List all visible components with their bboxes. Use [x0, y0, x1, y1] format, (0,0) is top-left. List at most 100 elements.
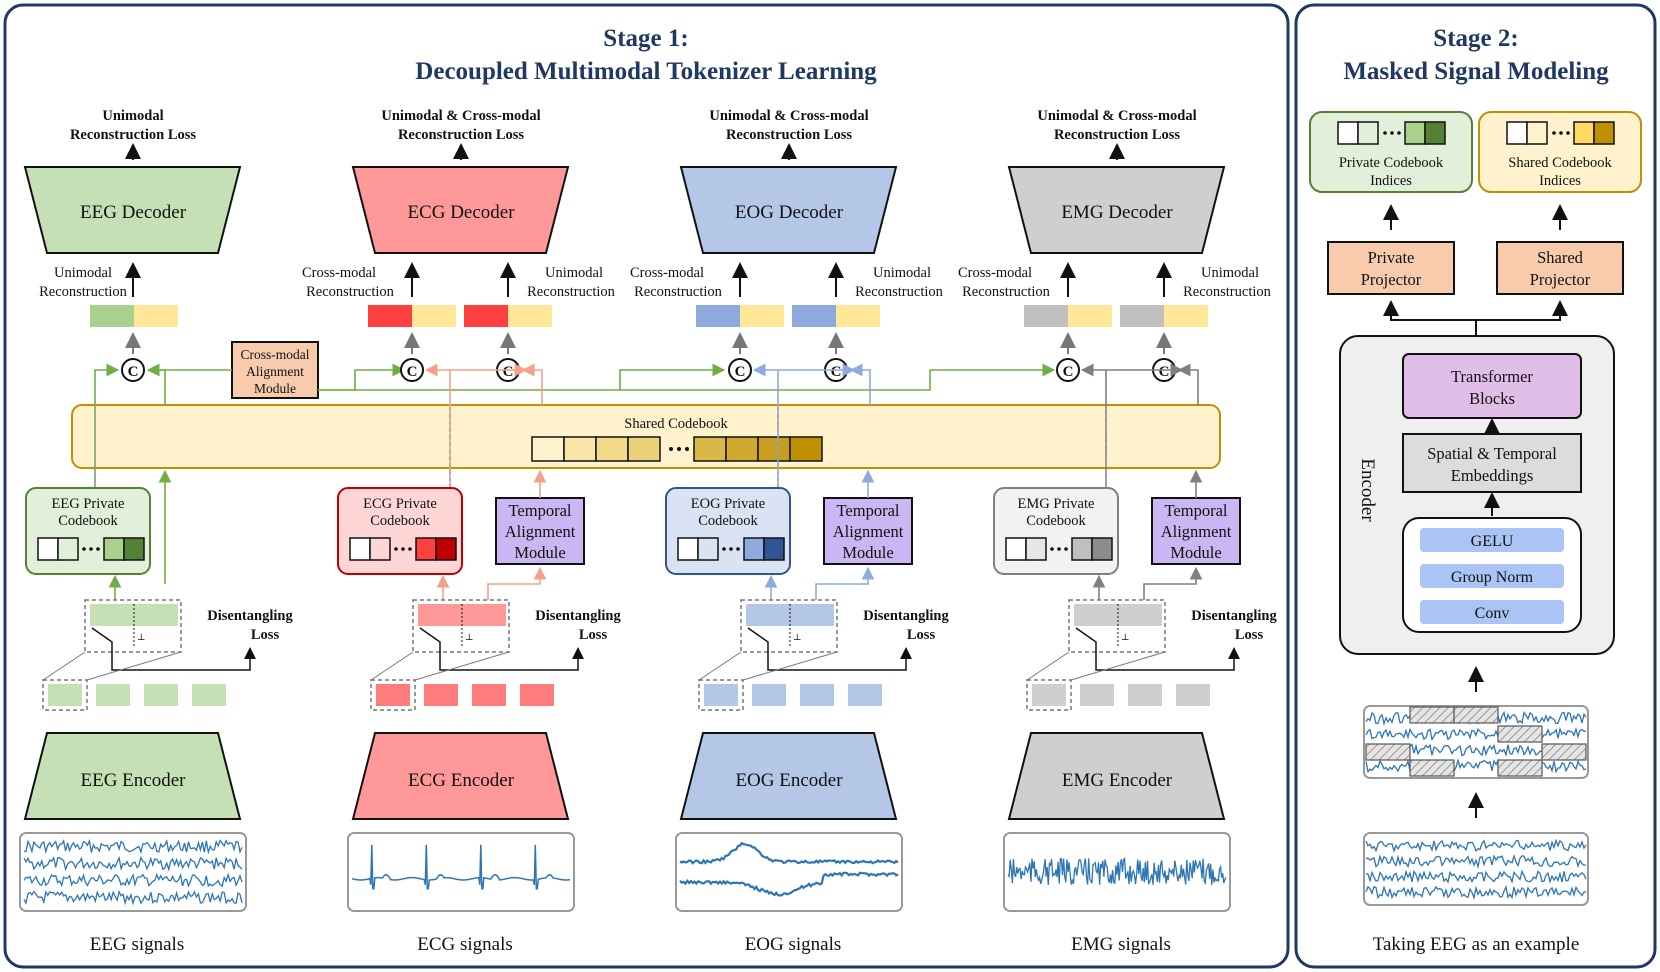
emg-encoder	[1007, 732, 1226, 820]
eog-loss-title: Unimodal & Cross-modal	[709, 108, 868, 124]
emg-concat-cross-symbol: C	[1063, 364, 1074, 380]
eog-cross-recon-token	[696, 305, 740, 327]
private-indices-label-1: Private Codebook	[1339, 155, 1444, 171]
emg-encoder-label: EMG Encoder	[1062, 770, 1173, 791]
ecg-ortho-mark: ⊥	[465, 632, 473, 642]
example-label: Taking EEG as an example	[1373, 934, 1580, 955]
emg-waveform	[1007, 856, 1227, 886]
eeg-ortho-mark: ⊥	[137, 632, 145, 642]
emg-uni-recon-1: Unimodal	[1201, 265, 1259, 281]
svg-text:Alignment: Alignment	[246, 364, 304, 379]
emg-disentangle-zoom	[1068, 599, 1166, 653]
eeg-signal-box	[19, 832, 247, 912]
ecg-cross-recon-2: Reconstruction	[306, 284, 395, 300]
emg-cross-shared-token	[1068, 305, 1112, 327]
emg-private-label-1: EMG Private	[1018, 496, 1095, 512]
eeg-uni-recon-2: Reconstruction	[39, 284, 128, 300]
emg-uni-recon-2: Reconstruction	[1183, 284, 1272, 300]
eog-waveform	[679, 841, 899, 897]
eog-encoder-label: EOG Encoder	[735, 770, 843, 791]
ecg-uni-recon-1: Unimodal	[545, 265, 603, 281]
shared-indices-box: Shared Codebook Indices	[1478, 111, 1642, 193]
eog-uni-shared-token	[836, 305, 880, 327]
masked-eeg-input	[1363, 705, 1589, 779]
eog-disentangle-zoom	[740, 599, 838, 653]
eog-cross-recon-1: Cross-modal	[630, 265, 704, 281]
ecg-tam-label-3: Module	[514, 543, 565, 562]
emg-dis-loss-1: Disentangling	[1191, 608, 1277, 624]
ecg-private-label-1: ECG Private	[363, 496, 437, 512]
ecg-decoder	[351, 166, 570, 254]
stage2-encoder: Encoder Transformer Blocks Spatial & Tem…	[1339, 335, 1615, 655]
eog-uni-recon-2: Reconstruction	[855, 284, 944, 300]
ecg-concat-cross	[400, 358, 424, 382]
private-projector-label-1: Private	[1368, 248, 1415, 267]
ecg-tam-label-1: Temporal	[509, 501, 572, 520]
shared-codebook-vectors	[531, 436, 823, 462]
eeg-concat	[121, 358, 145, 382]
eog-concat-uni-symbol: C	[831, 364, 842, 380]
eog-decoder	[679, 166, 898, 254]
emg-ortho-mark: ⊥	[1121, 632, 1129, 642]
ecg-cross-shared-token	[412, 305, 456, 327]
ecg-cross-recon-1: Cross-modal	[302, 265, 376, 281]
eeg-encoder-label: EEG Encoder	[81, 770, 187, 791]
cross-modal-routing	[146, 363, 1056, 391]
column-emg: Unimodal & Cross-modal Reconstruction Lo…	[958, 108, 1278, 955]
shared-projector-label-1: Shared	[1537, 248, 1584, 267]
ecg-cross-recon-token	[368, 305, 412, 327]
emg-decoder	[1007, 166, 1226, 254]
eog-signal-box	[675, 832, 903, 912]
eog-loss-title-2: Reconstruction Loss	[726, 127, 852, 143]
private-indices-label-2: Indices	[1370, 173, 1412, 189]
eeg-decoder	[23, 166, 242, 254]
ecg-disentangle-zoom	[412, 599, 510, 653]
shared-projector: Shared Projector	[1496, 241, 1624, 295]
embeddings-label-1: Spatial & Temporal	[1427, 444, 1557, 463]
eeg-uni-recon-1: Unimodal	[54, 265, 112, 281]
ecg-signal-label: ECG signals	[417, 934, 513, 955]
emg-concat-cross	[1056, 358, 1080, 382]
eeg-waveform	[23, 838, 243, 906]
gelu-label: GELU	[1471, 533, 1514, 550]
eog-concat-cross	[728, 358, 752, 382]
eog-dis-loss-2: Loss	[907, 627, 936, 643]
ecg-uni-shared-token	[508, 305, 552, 327]
eog-signal-label: EOG signals	[745, 934, 842, 955]
group-norm-label: Group Norm	[1451, 569, 1534, 586]
emg-private-label-2: Codebook	[1026, 513, 1086, 529]
stage1-title: Stage 1:	[603, 25, 688, 52]
emg-tam-label-1: Temporal	[1165, 501, 1228, 520]
emg-uni-recon-token	[1120, 305, 1164, 327]
eeg-decoder-label: EEG Decoder	[80, 202, 187, 223]
shared-codebook-label: Shared Codebook	[624, 416, 728, 432]
eeg-signal-label: EEG signals	[90, 934, 184, 955]
eog-private-label-2: Codebook	[698, 513, 758, 529]
conv-label: Conv	[1475, 605, 1510, 622]
eog-decoder-label: EOG Decoder	[735, 202, 844, 223]
eog-tam-label-1: Temporal	[837, 501, 900, 520]
eog-encoder	[679, 732, 898, 820]
eeg-loss-title: Unimodal	[102, 108, 163, 124]
eeg-private-label-2: Codebook	[58, 513, 118, 529]
ecg-waveform	[351, 844, 571, 890]
mask-patch	[1497, 759, 1543, 777]
mask-patch	[1541, 743, 1587, 761]
eog-temporal-alignment-module	[823, 497, 913, 565]
shared-projector-label-2: Projector	[1530, 270, 1591, 289]
eog-private-label-1: EOG Private	[691, 496, 766, 512]
ecg-signal-box	[347, 832, 575, 912]
transformer-label-2: Blocks	[1469, 389, 1515, 408]
eog-tam-label-2: Alignment	[833, 522, 904, 541]
cross-modal-alignment-module: Cross-modal Alignment Module	[231, 341, 319, 399]
eeg-private-label-1: EEG Private	[52, 496, 125, 512]
stage1-subtitle: Decoupled Multimodal Tokenizer Learning	[415, 58, 877, 85]
stage2-title: Stage 2:	[1433, 25, 1518, 52]
ecg-uni-recon-2: Reconstruction	[527, 284, 616, 300]
group-norm-layer	[1420, 564, 1564, 588]
eog-cross-shared-token	[740, 305, 784, 327]
svg-text:Module: Module	[254, 381, 296, 396]
column-eeg: Unimodal Reconstruction Loss EEG Decoder…	[19, 108, 293, 955]
column-ecg: Unimodal & Cross-modal Reconstruction Lo…	[302, 108, 622, 955]
